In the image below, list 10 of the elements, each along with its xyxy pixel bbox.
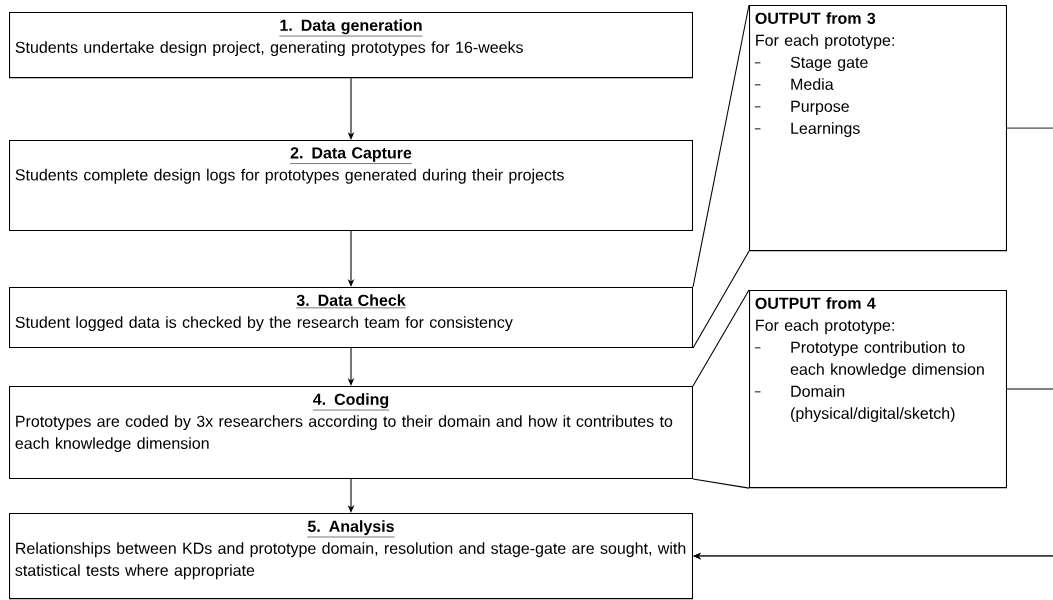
process-box: 3. Data Check Student logged data is checked by the research team for consistency — [9, 287, 693, 349]
arrow — [693, 388, 1053, 560]
leader-line — [692, 289, 750, 489]
output-box: OUTPUT from 3 For each prototype: Stage gate Media Purpose Learnings — [749, 5, 1007, 252]
output-box: OUTPUT from 4 For each prototype: Prototype contribution to each knowledge dimension Domain (physical/digital/sketch) — [749, 290, 1007, 489]
process-box: 4. Coding Prototypes are coded by 3x researchers according to their domain and how it contributes to each knowledge dimension — [9, 386, 693, 480]
leader-line — [692, 4, 750, 349]
process-box: 1. Data generation Students undertake design project, generating prototypes for 16-weeks — [9, 12, 693, 79]
process-box: 2. Data Capture Students complete design logs for prototypes generated during their projects — [9, 140, 693, 232]
process-box: 5. Analysis Relationships between KDs and prototype domain, resolution and stage-gate are sought, with statistical tests where appropriate — [9, 513, 693, 600]
